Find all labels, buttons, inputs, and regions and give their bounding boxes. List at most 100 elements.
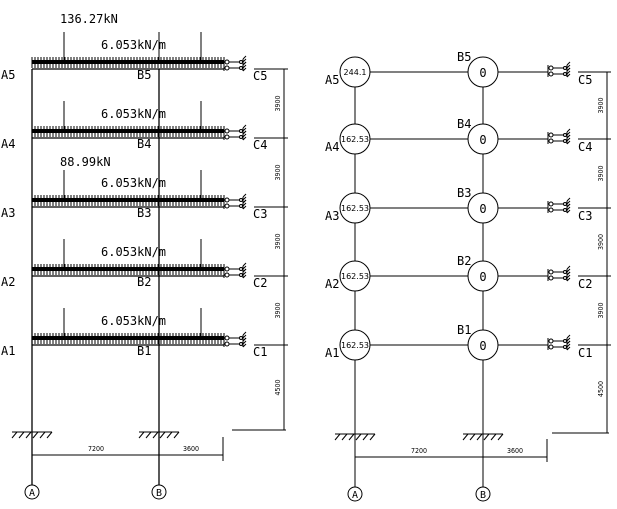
axis-bubble-circle [151,484,167,500]
ground-hatch [39,431,46,439]
roller-wheel [224,197,230,203]
node-value-b: 0 [479,133,486,147]
roller-hatch [242,334,247,339]
node-value-b: 0 [479,270,486,284]
roller-hatch [242,202,247,207]
story-height-dimension: 3900 [274,233,282,249]
story-height-dimension: 3900 [597,97,605,113]
roller-hatch [566,268,571,273]
axis-bubble-label: A [352,490,358,501]
node-label-b: B1 [137,344,151,358]
span-dimension: 7200 [411,447,427,455]
roller-pin [563,208,567,212]
ground-hatch [490,433,497,441]
ground-hatch [173,431,180,439]
roller-hatch [242,127,247,132]
node-circle-b [467,192,499,224]
roller-wheel [548,269,554,275]
roller-hatch [242,343,247,348]
roller-hatch [242,331,247,336]
node-circle-a [339,329,371,361]
axis-bubble-label: B [156,488,162,499]
distributed-load-label: 6.053kN/m [101,314,166,328]
fixed-support-a [11,431,53,439]
ground-hatch [18,431,25,439]
node-value-a: 244.1 [344,68,367,77]
node-label-a: A2 [325,277,339,291]
roller-wheel [224,59,230,65]
distributed-load-label: 6.053kN/m [101,107,166,121]
node-label-a: A4 [1,137,15,151]
node-value-b: 0 [479,202,486,216]
node-label-a: A4 [325,140,339,154]
node-value-a: 162.53 [341,272,369,281]
roller-pin [239,66,243,70]
roller-hatch [242,61,247,66]
story-height-dimension: 4500 [274,379,282,395]
roller-hatch [566,274,571,279]
fixed-support-a [334,433,376,441]
roller-hatch [566,61,571,66]
roller-wheel [548,275,554,281]
node-label-c: C1 [253,345,267,359]
node-label-b: B3 [137,206,151,220]
node-value-a: 162.53 [341,204,369,213]
roller-support-c [547,61,571,78]
roller-hatch [242,133,247,138]
node-label-c: C2 [578,277,592,291]
node-label-a: A5 [1,68,15,82]
roller-hatch [566,134,571,139]
roller-hatch [242,340,247,345]
roller-pin [563,133,567,137]
roller-support-c [547,128,571,145]
roller-wheel [548,207,554,213]
ground-hatch [483,433,490,441]
node-label-c: C5 [253,69,267,83]
ground-hatch [334,433,341,441]
roller-hatch [566,137,571,142]
fixed-support-b [138,431,180,439]
floor-point-load-label: 88.99kN [60,155,111,169]
roller-hatch [566,334,571,339]
roller-pin [239,129,243,133]
roller-wheel [224,65,230,71]
roller-hatch [566,197,571,202]
roller-hatch [566,73,571,78]
roller-hatch [242,67,247,72]
ground-hatch [469,433,476,441]
node-label-b: B2 [137,275,151,289]
node-label-a: A1 [1,344,15,358]
span-dimension: 7200 [88,445,104,453]
roller-wheel [224,341,230,347]
roller-hatch [242,337,247,342]
roller-wheel [548,132,554,138]
ground-hatch [497,433,504,441]
roller-hatch [566,67,571,72]
roller-hatch [566,277,571,282]
roller-hatch [242,64,247,69]
roller-hatch [242,262,247,267]
distributed-load-hatch [31,57,225,68]
node-circle-a [339,56,371,88]
node-value-b: 0 [479,66,486,80]
roller-hatch [566,140,571,145]
roller-hatch [242,271,247,276]
roller-hatch [242,130,247,135]
roller-wheel [224,134,230,140]
roller-pin [563,202,567,206]
node-label-c: C4 [578,140,592,154]
roller-pin [239,60,243,64]
axis-bubble-circle [475,486,491,502]
node-label-c: C4 [253,138,267,152]
axis-bubble-a: A [24,484,40,500]
distributed-load-hatch [31,264,225,275]
roller-pin [563,339,567,343]
node-label-b: B5 [137,68,151,82]
roller-hatch [566,337,571,342]
roller-wheel [224,266,230,272]
roller-pin [239,267,243,271]
node-label-b: B1 [457,323,471,337]
node-circle-b [467,56,499,88]
